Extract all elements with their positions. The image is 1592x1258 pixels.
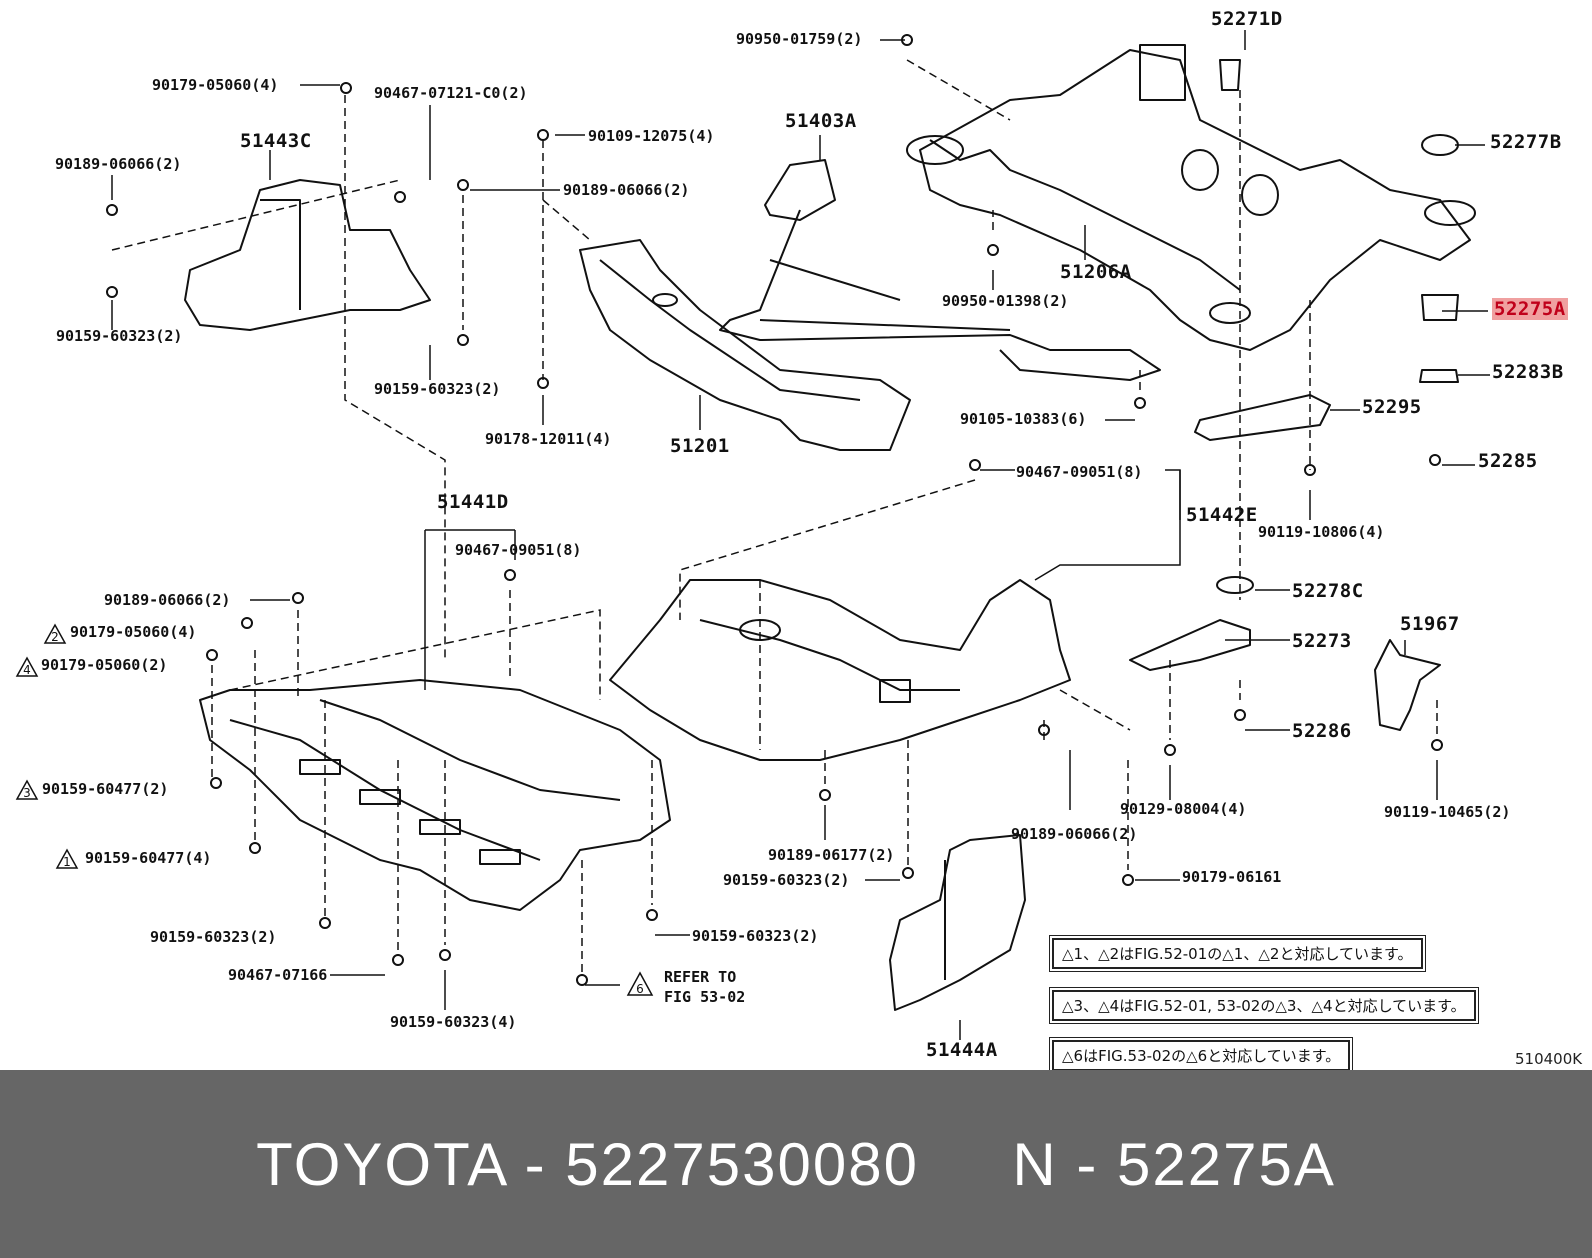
part-label[interactable]: 90189-06177(2)	[768, 846, 895, 864]
correspondence-note: △1、△2はFIG.52-01の△1、△2と対応しています。	[1049, 935, 1426, 972]
part-label[interactable]: 90189-06066(2)	[1011, 825, 1138, 843]
triangle-4-icon: △4	[1098, 997, 1120, 1015]
svg-text:2: 2	[51, 630, 59, 644]
part-label[interactable]: 51201	[670, 435, 730, 457]
part-label-highlighted[interactable]: 52275A	[1492, 298, 1568, 320]
part-label[interactable]: 90159-60323(2)	[56, 327, 183, 345]
part-label[interactable]: 90950-01759(2)	[736, 30, 863, 48]
triangle-2-icon: △2	[1258, 945, 1280, 963]
refer-note-line1: REFER TO	[664, 968, 737, 986]
footer-part-title: TOYOTA - 5227530080 N - 52275A	[256, 1131, 1336, 1198]
part-label[interactable]: 90159-60323(2)	[374, 380, 501, 398]
triangle-3-icon: △3	[1275, 997, 1297, 1015]
svg-text:1: 1	[63, 855, 71, 869]
part-label[interactable]: 51967	[1400, 613, 1460, 635]
highlighted-part-number[interactable]: 52275A	[1492, 298, 1568, 320]
part-label[interactable]: 52295	[1362, 396, 1422, 418]
part-label[interactable]: 90467-09051(8)	[455, 541, 582, 559]
part-label[interactable]: 51441D	[437, 491, 509, 513]
diagram-line-art: 2 4 3 1 6	[15, 30, 1490, 1040]
part-label[interactable]: 90109-12075(4)	[588, 127, 715, 145]
part-label[interactable]: 90467-07121-C0(2)	[374, 84, 528, 102]
part-label[interactable]: 90159-60477(2)	[42, 780, 169, 798]
triangle-6-icon: △6	[1186, 1047, 1208, 1065]
part-label[interactable]: 90179-05060(4)	[70, 623, 197, 641]
part-label[interactable]: 90178-12011(4)	[485, 430, 612, 448]
triangle-6-icon: △6	[1062, 1047, 1084, 1065]
part-label[interactable]: 90159-60323(2)	[723, 871, 850, 889]
part-label[interactable]: 52273	[1292, 630, 1352, 652]
part-label[interactable]: 90467-09051(8)	[1016, 463, 1143, 481]
part-label[interactable]: 51442E	[1186, 504, 1258, 526]
triangle-1-icon: △1	[1062, 945, 1084, 963]
part-label[interactable]: 52271D	[1211, 8, 1283, 30]
part-label[interactable]: 90189-06066(2)	[563, 181, 690, 199]
part-label[interactable]: 90179-05060(4)	[152, 76, 279, 94]
part-label[interactable]: 52278C	[1292, 580, 1364, 602]
part-label[interactable]: 90189-06066(2)	[55, 155, 182, 173]
part-label[interactable]: 51403A	[785, 110, 857, 132]
part-label[interactable]: 90119-10806(4)	[1258, 523, 1385, 541]
figure-code: 510400K	[1515, 1050, 1583, 1068]
footer-bar: TOYOTA - 5227530080 N - 52275A	[0, 1070, 1592, 1258]
part-label[interactable]: 90159-60323(2)	[150, 928, 277, 946]
part-label[interactable]: 90119-10465(2)	[1384, 803, 1511, 821]
svg-text:3: 3	[23, 786, 31, 800]
part-label[interactable]: 51206A	[1060, 261, 1132, 283]
triangle-2-icon: △2	[1098, 945, 1120, 963]
part-label[interactable]: 90467-07166	[228, 966, 328, 984]
part-label[interactable]: 52286	[1292, 720, 1352, 742]
part-label[interactable]: 90159-60323(2)	[692, 927, 819, 945]
part-label[interactable]: 90179-06161	[1182, 868, 1282, 886]
triangle-3-icon: △3	[1062, 997, 1084, 1015]
part-label[interactable]: 90159-60477(4)	[85, 849, 212, 867]
part-label[interactable]: 90159-60323(4)	[390, 1013, 517, 1031]
correspondence-note: △6はFIG.53-02の△6と対応しています。	[1048, 1037, 1354, 1074]
triangle-1-icon: △1	[1222, 945, 1244, 963]
part-label[interactable]: 90179-05060(2)	[41, 656, 168, 674]
part-label[interactable]: 90129-08004(4)	[1120, 800, 1247, 818]
part-label[interactable]: 51444A	[926, 1039, 998, 1061]
triangle-4-icon: △4	[1311, 997, 1333, 1015]
part-label[interactable]: 90189-06066(2)	[104, 591, 231, 609]
refer-note-line2: FIG 53-02	[664, 988, 746, 1006]
part-label[interactable]: 51443C	[240, 130, 312, 152]
part-label[interactable]: 52285	[1478, 450, 1538, 472]
part-label[interactable]: 52277B	[1490, 131, 1562, 153]
svg-text:6: 6	[636, 982, 644, 996]
parts-diagram: 2 4 3 1 6 90950-01759(2) 52271D 90179-0506…	[15, 8, 1583, 1074]
part-label[interactable]: 52283B	[1492, 361, 1564, 383]
svg-text:4: 4	[23, 663, 31, 677]
part-label[interactable]: 90105-10383(6)	[960, 410, 1087, 428]
correspondence-note: △3、△4はFIG.52-01, 53-02の△3、△4と対応しています。	[1049, 987, 1479, 1024]
part-label[interactable]: 90950-01398(2)	[942, 292, 1069, 310]
